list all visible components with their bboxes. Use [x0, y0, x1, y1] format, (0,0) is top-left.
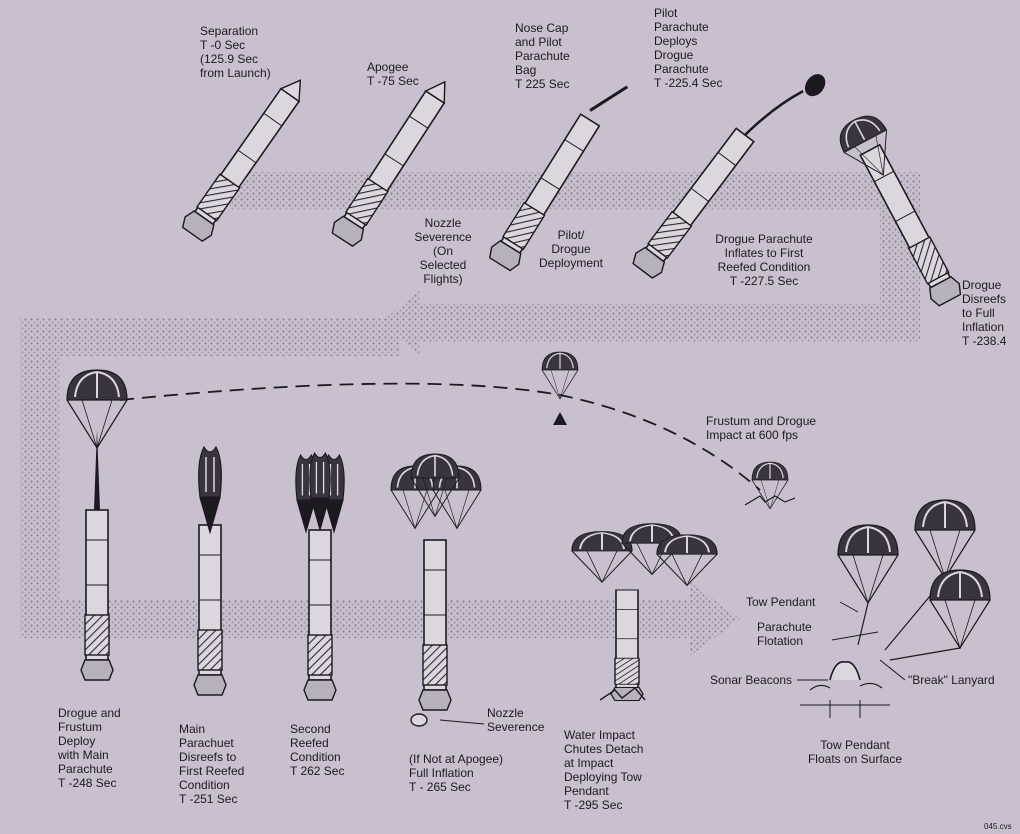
label-nose-cap: Nose Cap and Pilot Parachute Bag T 225 S… [515, 21, 570, 91]
label-sonar-beacons: Sonar Beacons [710, 673, 792, 687]
label-break-lanyard: "Break" Lanyard [908, 673, 995, 687]
label-separation: Separation T -0 Sec (125.9 Sec from Laun… [200, 24, 271, 80]
label-drogue-inflates: Drogue Parachute Inflates to First Reefe… [694, 232, 834, 288]
label-pilot-deploys: Pilot Parachute Deploys Drogue Parachute… [654, 6, 722, 90]
label-tow-floats: Tow Pendant Floats on Surface [790, 738, 920, 766]
label-frustum-impact: Frustum and Drogue Impact at 600 fps [706, 414, 816, 442]
label-full-inflation: (If Not at Apogee) Full Inflation T - 26… [409, 752, 503, 794]
booster-separation [179, 71, 313, 243]
flotation-chute-left [838, 525, 898, 645]
label-nozzle-severence-bottom: Nozzle Severence [487, 706, 544, 734]
flotation-chute-right-bottom [890, 570, 990, 660]
label-main-disreefs: Main Parachuet Disreefs to First Reefed … [179, 722, 244, 806]
booster-main-disreefs [194, 447, 226, 695]
label-second-reefed: Second Reefed Condition T 262 Sec [290, 722, 344, 778]
label-drogue-frustum: Drogue and Frustum Deploy with Main Para… [58, 706, 121, 790]
label-apogee: Apogee T -75 Sec [367, 60, 419, 88]
leader-tow-pendant [840, 602, 858, 612]
leader-flotation [832, 632, 878, 640]
label-nozzle-severence-top: Nozzle Severence (On Selected Flights) [408, 216, 478, 286]
label-pilot-drogue: Pilot/ Drogue Deployment [526, 228, 616, 270]
frustum-impact-splash [745, 462, 795, 509]
figure-code: 045.cvs [984, 822, 1012, 831]
booster-full-inflation [391, 454, 481, 726]
floating-booster [800, 662, 890, 718]
label-water-impact: Water Impact Chutes Detach at Impact Dep… [564, 728, 643, 812]
frustum-drogue-descending [542, 352, 578, 425]
label-tow-pendant: Tow Pendant [746, 595, 815, 609]
label-drogue-disreefs: Drogue Disreefs to Full Inflation T -238… [962, 278, 1006, 348]
leader-lanyard [880, 660, 905, 680]
leader-nozzle [440, 720, 484, 724]
booster-second-reefed [296, 453, 344, 700]
label-parachute-flotation: Parachute Flotation [757, 620, 812, 648]
